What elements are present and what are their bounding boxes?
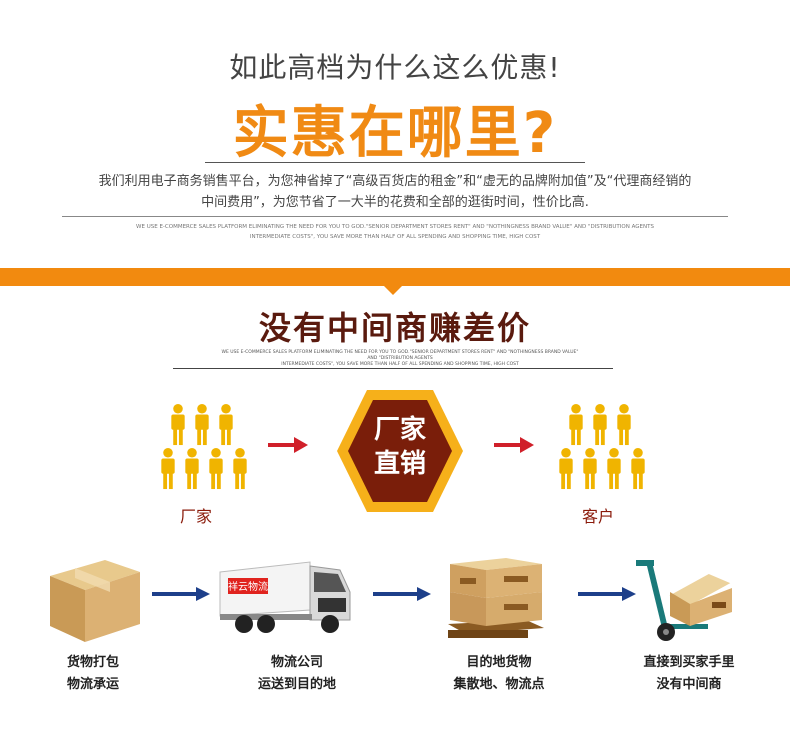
person-icon	[195, 404, 209, 446]
red-arrow-icon	[494, 437, 534, 453]
person-icon	[593, 404, 607, 446]
person-icon	[617, 404, 631, 446]
band-pointer	[384, 286, 402, 295]
question-heading: 如此高档为什么这么优惠!	[229, 51, 561, 84]
person-icon	[569, 404, 583, 446]
english-line-1: WE USE E-COMMERCE SALES PLATFORM ELIMINA…	[136, 224, 654, 230]
blue-arrow-icon	[373, 587, 431, 601]
blue-arrow-icon	[578, 587, 636, 601]
hexagon-badge-icon	[337, 390, 463, 512]
flow-step-2-label: 物流公司 运送到目的地	[222, 652, 372, 696]
blue-arrow-icon	[152, 587, 210, 601]
divider	[205, 162, 585, 163]
truck-logo-text: 祥云物流	[228, 580, 268, 593]
flow-step-4-line-1: 直接到买家手里	[643, 655, 735, 670]
flow-step-3-line-2: 集散地、物流点	[453, 677, 545, 692]
flow-step-3-line-1: 目的地货物	[466, 655, 532, 670]
flow-step-1-line-2: 物流承运	[66, 677, 119, 692]
person-icon	[233, 448, 247, 490]
flow-step-4-label: 直接到买家手里 没有中间商	[614, 652, 764, 696]
person-icon	[161, 448, 175, 490]
hexagon-line-2: 直销	[373, 449, 426, 479]
red-arrow-icon	[268, 437, 308, 453]
section-title: 没有中间商赚差价	[258, 309, 531, 347]
flow-step-1-line-1: 货物打包	[66, 655, 119, 670]
section-english-line-2: INTERMEDIATE COSTS", YOU SAVE MORE THAN …	[281, 362, 519, 367]
hand-truck-icon	[636, 560, 732, 641]
divider	[173, 368, 613, 369]
flow-step-4-line-2: 没有中间商	[656, 677, 722, 692]
pallet-boxes-icon	[448, 558, 544, 638]
factory-label: 厂家	[180, 507, 213, 526]
person-icon	[171, 404, 185, 446]
english-description: WE USE E-COMMERCE SALES PLATFORM ELIMINA…	[60, 222, 730, 242]
section-english-text: WE USE E-COMMERCE SALES PLATFORM ELIMINA…	[220, 350, 580, 368]
headline: 实惠在哪里?	[232, 101, 558, 166]
customer-label: 客户	[582, 507, 615, 526]
person-icon	[185, 448, 199, 490]
divider	[62, 216, 728, 217]
flow-step-3-label: 目的地货物 集散地、物流点	[424, 652, 574, 696]
hexagon-label: 厂家 直销	[335, 413, 465, 481]
person-icon	[209, 448, 223, 490]
person-icon	[607, 448, 621, 490]
description: 我们利用电子商务销售平台，为您神省掉了“高级百货店的租金”和“虚无的品牌附加值”…	[95, 171, 695, 213]
description-line-2: 中间费用”，为您节省了一大半的花费和全部的逛街时间，性价比高.	[201, 195, 589, 210]
flow-step-2-line-1: 物流公司	[270, 655, 323, 670]
english-line-2: INTERMEDIATE COSTS", YOU SAVE MORE THAN …	[249, 234, 541, 240]
person-icon	[219, 404, 233, 446]
flow-step-2-line-2: 运送到目的地	[257, 677, 336, 692]
cardboard-box-icon	[50, 560, 140, 642]
person-icon	[631, 448, 645, 490]
truck-icon: 祥云物流	[219, 561, 351, 633]
hexagon-line-1: 厂家	[373, 415, 426, 445]
person-icon	[583, 448, 597, 490]
person-icon	[559, 448, 573, 490]
section-english-line-1: WE USE E-COMMERCE SALES PLATFORM ELIMINA…	[221, 350, 579, 361]
section-band	[0, 268, 790, 286]
flow-step-1-label: 货物打包 物流承运	[18, 652, 168, 696]
description-line-1: 我们利用电子商务销售平台，为您神省掉了“高级百货店的租金”和“虚无的品牌附加值”…	[98, 174, 692, 189]
